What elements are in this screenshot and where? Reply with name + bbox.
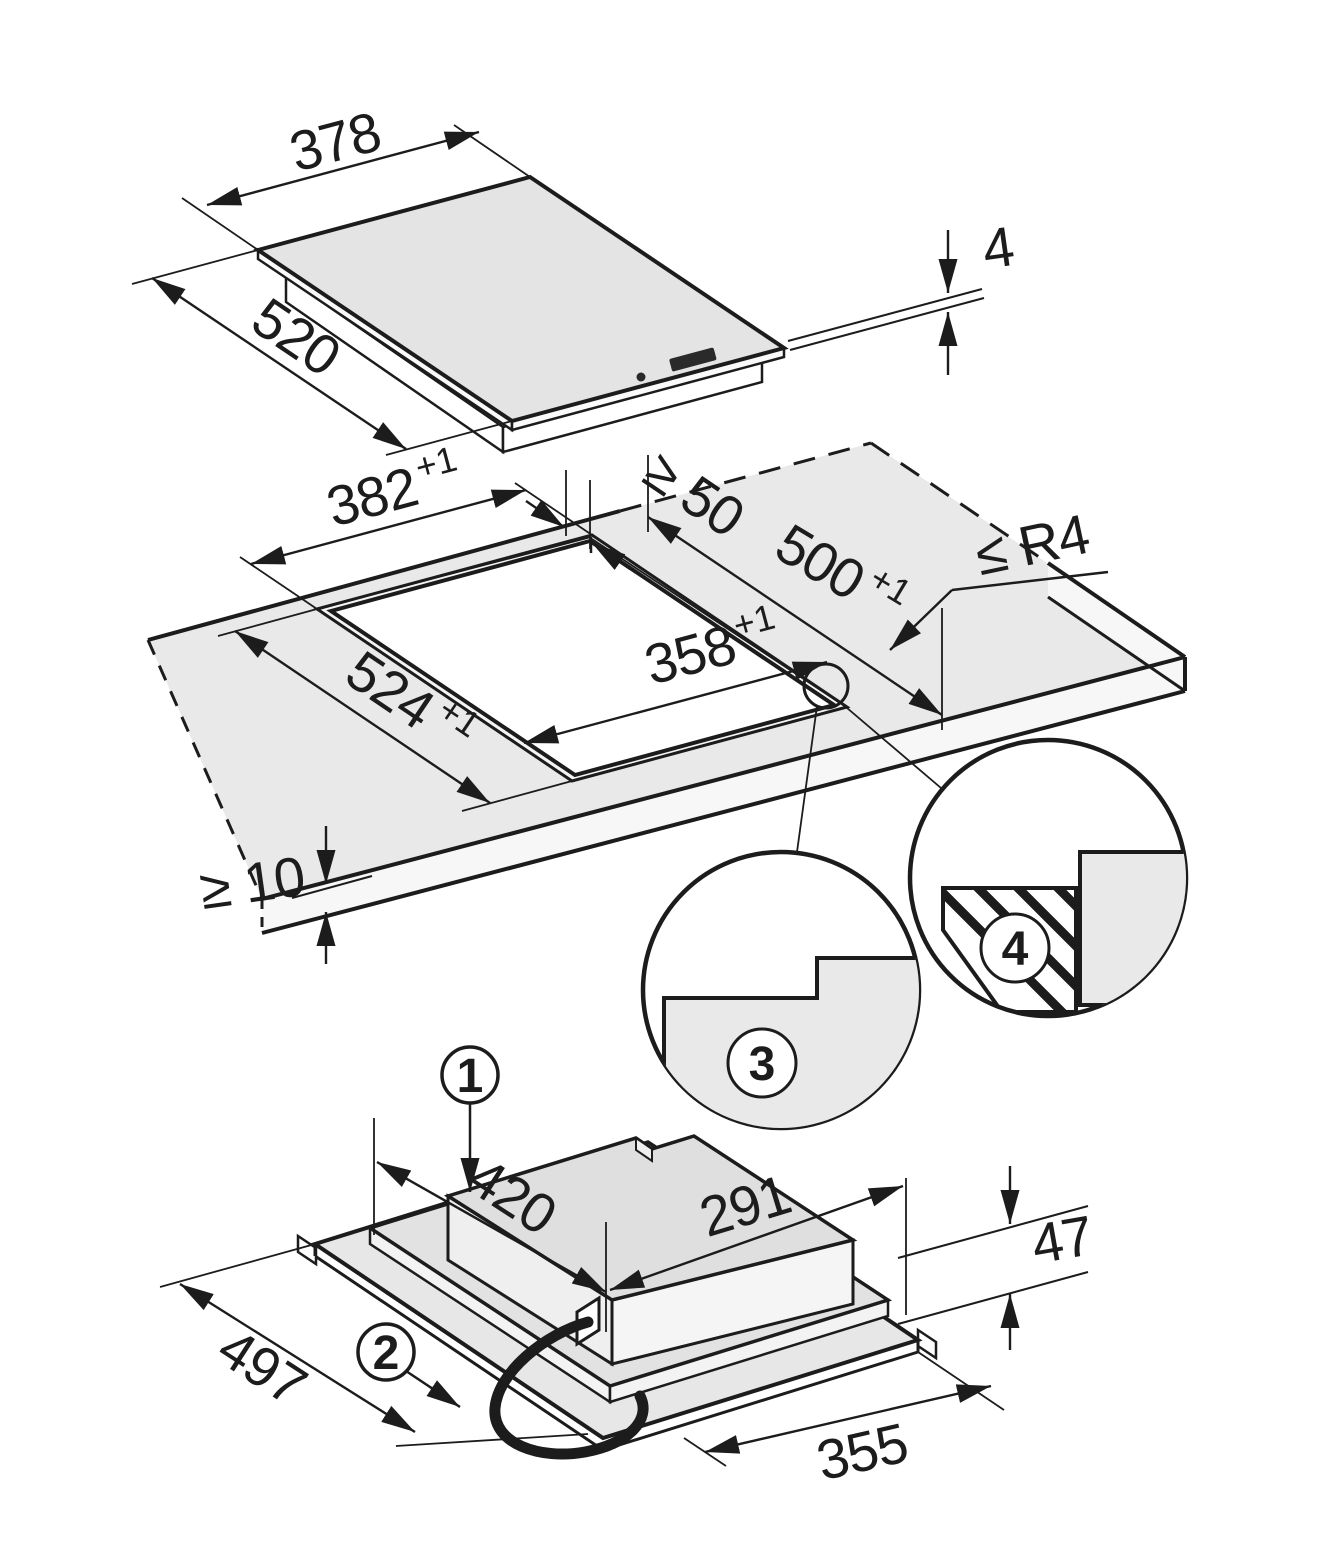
- detail-leader-to-3: [796, 705, 818, 853]
- callout-2-label: 2: [373, 1327, 400, 1380]
- dim-497-label: 497: [207, 1316, 317, 1418]
- worktop-backright-edge-solid: [1046, 561, 1187, 659]
- worktop-break-edge: [146, 639, 264, 900]
- dim-47-label: 47: [1027, 1203, 1097, 1276]
- callout-4-label: 4: [1002, 923, 1029, 976]
- dim-47-tick-lower: [897, 1271, 1089, 1325]
- dim-382-label: 382: [320, 454, 424, 538]
- callout-2-badge: [356, 1322, 416, 1382]
- dim-378-label: 378: [283, 99, 387, 183]
- dim-r4-underline: [951, 570, 1109, 592]
- dim-10-tick-upper: [291, 875, 373, 899]
- worktop-front-edge: [261, 655, 1186, 901]
- dim-497-witness-bottom: [395, 1433, 589, 1447]
- callout-2: 2: [356, 1322, 461, 1409]
- power-cord: [489, 1316, 649, 1460]
- dim-10-label: ≥ 10: [196, 844, 308, 921]
- dim-382-witness-left: [239, 556, 318, 610]
- callout-1: 1: [440, 1045, 500, 1192]
- dim-378-witness-left: [181, 197, 259, 251]
- callout-3-label: 3: [749, 1038, 776, 1091]
- dim-r4-label: ≤ R4: [970, 502, 1095, 587]
- dim-291-line: [609, 1184, 904, 1292]
- dim-497-line: [179, 1282, 416, 1434]
- detail-circle-3: 3: [640, 849, 922, 1131]
- dim-47: 47: [897, 1166, 1097, 1350]
- dim-524-witness-top: [217, 608, 318, 637]
- worktop-rightface-bottom-edge: [1047, 595, 1186, 693]
- callout-4-badge: [979, 912, 1051, 984]
- detail-4-hatched-part-outline: [941, 886, 1078, 1014]
- dim-358-line: [523, 660, 828, 745]
- callout-2-leader: [405, 1369, 461, 1409]
- dim-500-line: [647, 516, 943, 716]
- worktop-cutout-view: 382 +1 ≥ 50 500 +1: [146, 438, 1187, 964]
- worktop-bottom-edge: [261, 689, 1186, 935]
- dim-4-label: 4: [979, 214, 1018, 281]
- dim-378-line: [206, 130, 480, 207]
- dim-420-line: [376, 1160, 607, 1294]
- dim-497-witness-top: [159, 1243, 316, 1288]
- detail-leader-to-4: [839, 701, 942, 789]
- worktop-front-face: [262, 657, 1185, 933]
- dim-47-tick-upper: [897, 1205, 1089, 1259]
- control-dot: [636, 372, 646, 382]
- housing-notch-face: [635, 1136, 653, 1163]
- worktop-right-face: [1048, 563, 1185, 691]
- dim-520-witness-bottom: [385, 420, 513, 456]
- dim-355-line: [704, 1384, 992, 1454]
- dim-524-line: [234, 630, 491, 804]
- dim-10: ≥ 10: [196, 826, 373, 964]
- dim-524-witness-bottom: [461, 780, 573, 812]
- dim-378-witness-right: [453, 124, 531, 178]
- glass-edge-ext-line-1: [787, 288, 983, 342]
- dim-50-arrow-b: [591, 542, 631, 571]
- underside-view: 420 291 47 497: [159, 1045, 1097, 1492]
- callout-3-badge: [726, 1027, 798, 1099]
- dim-382-line: [250, 488, 527, 566]
- worktop-back-edge-dashed: [619, 441, 872, 513]
- detail-source-circle: [802, 662, 850, 710]
- cooktop-top-view: 378 520 4: [131, 99, 1018, 456]
- callout-1-label: 1: [457, 1050, 484, 1103]
- recess-step-line-left: [323, 536, 592, 608]
- dim-50-arrow-a: [525, 499, 565, 528]
- detail-circle-4: 4: [907, 737, 1189, 1019]
- dim-378: 378: [181, 99, 531, 251]
- dim-382-tolerance: +1: [411, 438, 461, 488]
- dim-520-line: [151, 277, 407, 450]
- dim-r4-leader: [889, 589, 953, 651]
- worktop-back-edge-solid: [147, 509, 621, 642]
- dim-355-witness-right: [917, 1351, 1005, 1411]
- dim-520-witness-top: [131, 249, 259, 285]
- callout-1-badge: [440, 1045, 500, 1105]
- brand-logo-mark: [669, 347, 717, 372]
- dim-4: 4: [787, 214, 1018, 375]
- detail-4-worktop-block: [1078, 850, 1186, 1007]
- plate-left-tab: [296, 1233, 318, 1267]
- glass-edge-ext-line-2: [789, 297, 985, 351]
